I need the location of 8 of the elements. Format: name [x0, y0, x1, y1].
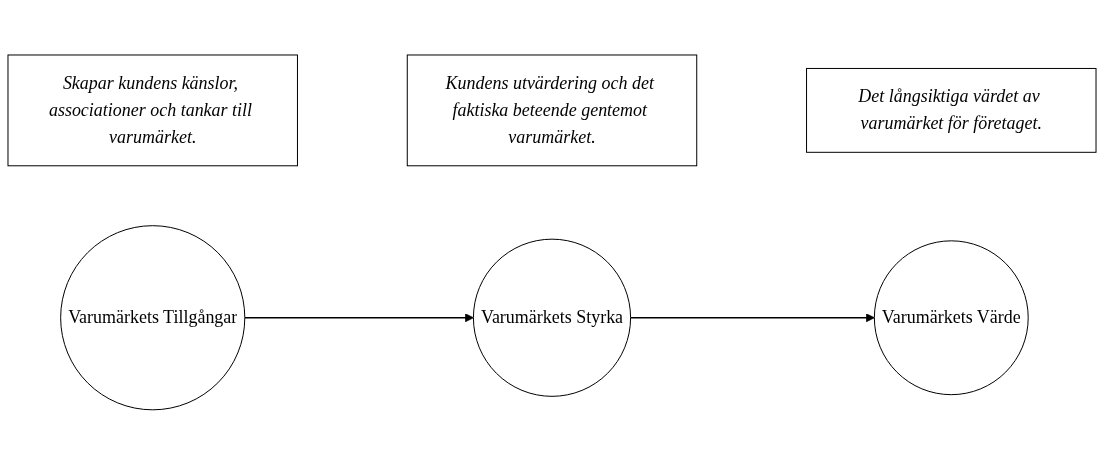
node-circle: Varumärkets Värde: [873, 239, 1029, 395]
node-circle: Varumärkets Styrka: [472, 238, 632, 397]
node-circle: Varumärkets Tillgångar: [60, 224, 246, 410]
arrow: [244, 312, 474, 322]
node-box: Det långsiktiga värdet av varumärket för företaget.: [806, 67, 1097, 153]
arrow: [629, 312, 875, 322]
node-box: Kundens utvärdering och det faktiska beteende gentemot varumärket.: [406, 54, 698, 166]
node-box: Skapar kundens känslor, associationer och tankar till varumärket.: [7, 54, 298, 166]
